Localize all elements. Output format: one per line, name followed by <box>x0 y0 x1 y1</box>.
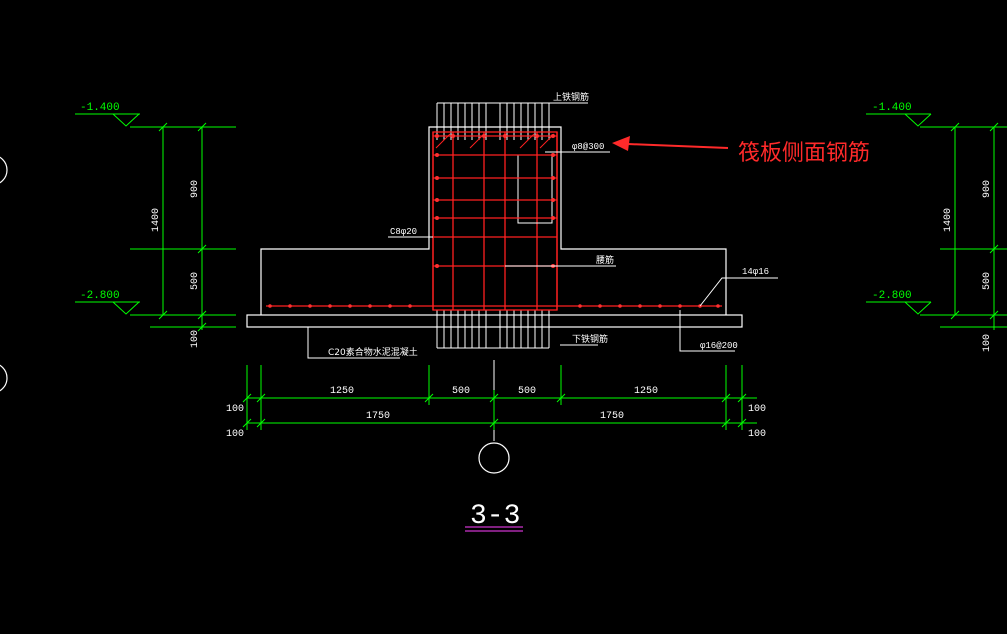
left-dim-pad: 100 <box>190 330 201 348</box>
dim-1250-left: 1250 <box>330 386 354 397</box>
grid-bubble-left-top <box>0 156 8 184</box>
right-elev-bottom: -2.800 <box>872 290 912 302</box>
left-dim-total: 1400 <box>151 208 162 232</box>
right-elev-top: -1.400 <box>872 102 912 114</box>
dim-500-right: 500 <box>518 386 536 397</box>
dim-1750-left: 1750 <box>366 411 390 422</box>
right-dim-total: 1400 <box>943 208 954 232</box>
right-dim-pad: 100 <box>982 334 993 352</box>
grid-bubble-left-bottom <box>0 364 8 392</box>
right-elevation-group <box>866 113 1007 330</box>
left-elev-bottom: -2.800 <box>80 290 120 302</box>
dim-100-r1: 100 <box>748 404 766 415</box>
label-cb: C8φ20 <box>390 227 417 237</box>
callout-text: 筏板侧面钢筋 <box>738 141 870 166</box>
right-dim-lower: 500 <box>982 272 993 290</box>
left-elevation-group <box>75 113 236 332</box>
dim-100-l1: 100 <box>226 404 244 415</box>
dim-100-r2: 100 <box>748 429 766 440</box>
horizontal-dimension-lines <box>242 365 757 430</box>
leaders <box>307 102 778 359</box>
right-dim-upper: 900 <box>982 180 993 198</box>
label-stirrup-200: φ16@200 <box>700 341 738 351</box>
dim-1750-right: 1750 <box>600 411 624 422</box>
label-bottom-rebar: 下铁钢筋 <box>572 333 608 345</box>
label-bar-count: 14φ16 <box>742 267 769 277</box>
label-distribution: 腰筋 <box>596 254 614 266</box>
left-elev-top: -1.400 <box>80 102 120 114</box>
label-top-rebar: 上铁钢筋 <box>553 91 589 103</box>
dim-1250-right: 1250 <box>634 386 658 397</box>
dim-100-l2: 100 <box>226 429 244 440</box>
rebar-dots <box>268 134 720 308</box>
label-concrete: C20素合物水泥混凝土 <box>328 346 418 358</box>
protruding-bars <box>436 102 550 349</box>
grid-bubble <box>478 442 510 474</box>
left-dim-lower: 500 <box>190 272 201 290</box>
left-dim-upper: 900 <box>190 180 201 198</box>
callout-arrow <box>612 136 729 151</box>
section-outline <box>246 126 743 328</box>
rebar-cage <box>266 131 722 311</box>
dim-500-left: 500 <box>452 386 470 397</box>
label-side-stirrup: φ8@300 <box>572 142 604 152</box>
